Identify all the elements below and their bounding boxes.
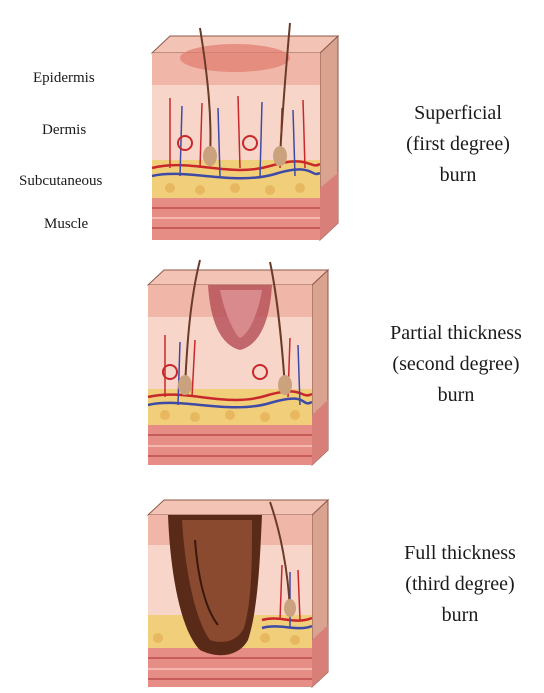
label-dermis: Dermis: [42, 122, 86, 139]
caption-second-degree-line1: Partial thickness: [356, 318, 544, 349]
caption-third-degree-line1: Full thickness: [360, 538, 544, 569]
third-degree-skin-block: [140, 480, 330, 692]
caption-first-degree-line3: burn: [358, 160, 544, 191]
caption-first-degree-line2: (first degree): [358, 129, 544, 160]
first-degree-skin-block: [140, 18, 340, 248]
caption-first-degree-line1: Superficial: [358, 98, 544, 129]
caption-second-degree: Partial thickness (second degree) burn: [356, 318, 544, 411]
caption-third-degree: Full thickness (third degree) burn: [360, 538, 544, 631]
label-muscle: Muscle: [44, 216, 88, 233]
caption-third-degree-line3: burn: [360, 600, 544, 631]
caption-third-degree-line2: (third degree): [360, 569, 544, 600]
label-subcutaneous: Subcutaneous: [19, 173, 102, 190]
second-degree-skin-block: [140, 250, 330, 475]
caption-second-degree-line2: (second degree): [356, 349, 544, 380]
caption-second-degree-line3: burn: [356, 380, 544, 411]
label-epidermis: Epidermis: [33, 70, 95, 87]
caption-first-degree: Superficial (first degree) burn: [358, 98, 544, 191]
